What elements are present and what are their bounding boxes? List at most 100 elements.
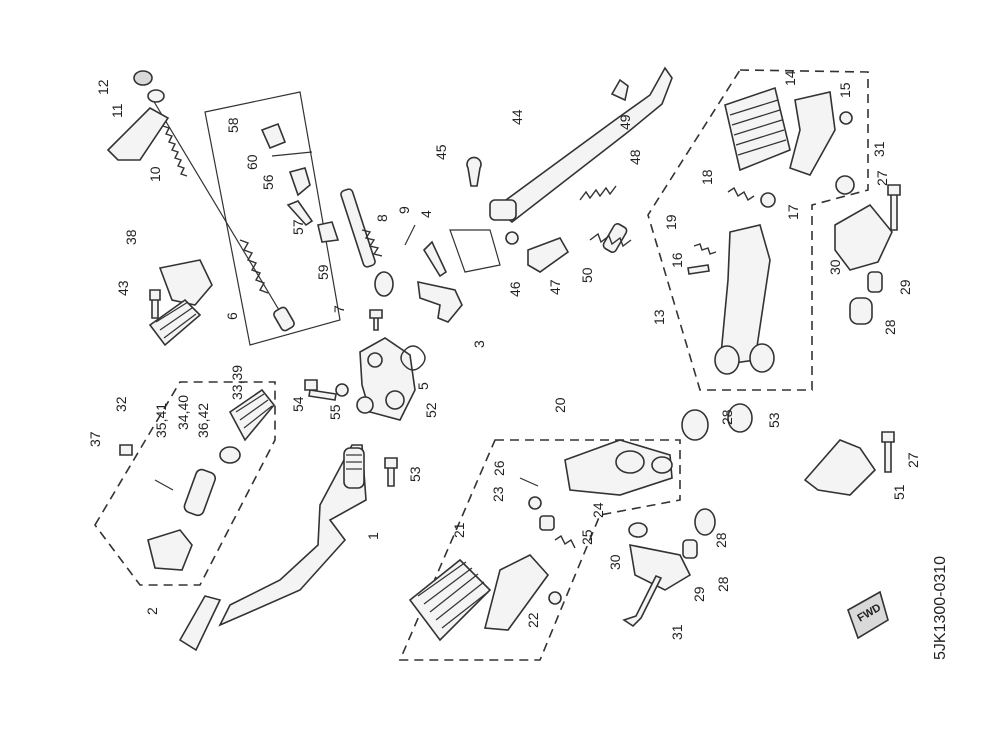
callout-38: 38 xyxy=(123,229,139,245)
callout-13: 13 xyxy=(651,309,667,325)
bracket-30 xyxy=(834,203,893,271)
callout-3: 3 xyxy=(471,340,487,348)
callout-43: 43 xyxy=(115,280,131,296)
callout-24: 24 xyxy=(590,502,606,518)
spring-25 xyxy=(554,534,576,549)
callout-31: 31 xyxy=(871,141,887,157)
callout-27: 27 xyxy=(874,170,890,186)
callout-33-39: 33,39 xyxy=(229,365,245,400)
callout-18: 18 xyxy=(699,169,715,185)
footrest-rubber-38 xyxy=(148,298,202,347)
callout-54: 54 xyxy=(290,396,306,412)
callout-4: 4 xyxy=(418,210,434,218)
collar-29 xyxy=(867,271,883,293)
collar-29-lower xyxy=(682,539,698,559)
callout-57: 57 xyxy=(290,219,306,235)
footrest-bracket xyxy=(789,91,836,176)
clip-58 xyxy=(260,122,287,150)
bolt-35 xyxy=(154,479,174,491)
group-box-footrest-left xyxy=(94,381,276,586)
washer-28a xyxy=(681,409,709,441)
left-footrest-rubber-33 xyxy=(228,388,276,442)
callout-32: 32 xyxy=(113,396,129,412)
callout-28: 28 xyxy=(882,319,898,335)
callout-29: 29 xyxy=(897,279,913,295)
callout-29: 29 xyxy=(691,586,707,602)
return-spring-5 xyxy=(400,345,426,371)
callout-56: 56 xyxy=(260,174,276,190)
callout-16: 16 xyxy=(669,252,685,268)
footrest-rubber-21 xyxy=(408,558,492,642)
bush-28 xyxy=(849,297,873,325)
spring-49 xyxy=(579,185,617,201)
callout-49: 49 xyxy=(617,114,633,130)
footrest-arm-32 xyxy=(147,529,193,571)
footrest-38 xyxy=(158,259,213,306)
brake-rod xyxy=(149,94,295,332)
pin-24 xyxy=(539,515,555,531)
bracket-30-lower xyxy=(629,543,692,591)
callout-52: 52 xyxy=(423,402,439,418)
nut-22 xyxy=(548,591,562,605)
callout-53: 53 xyxy=(766,412,782,428)
collar-31 xyxy=(835,175,855,195)
callout-11: 11 xyxy=(109,103,125,118)
callout-8: 8 xyxy=(374,214,390,222)
callout-26: 26 xyxy=(491,460,507,476)
callout-6: 6 xyxy=(224,312,240,320)
nut-11 xyxy=(147,89,165,103)
clevis-rod-8 xyxy=(340,188,394,297)
group-box-brake-cable xyxy=(204,91,341,346)
group-box-footrest-front xyxy=(398,439,681,661)
callout-7: 7 xyxy=(331,305,347,313)
collar-34 xyxy=(183,468,217,517)
callout-22: 22 xyxy=(525,612,541,628)
nut-15 xyxy=(839,111,853,125)
callout-36-42: 36,42 xyxy=(195,403,211,438)
bolt-53 xyxy=(384,457,398,487)
callout-60: 60 xyxy=(244,154,260,170)
callout-20: 20 xyxy=(552,397,568,413)
washer-17 xyxy=(760,192,776,208)
callout-44: 44 xyxy=(509,109,525,125)
callout-45: 45 xyxy=(433,144,449,160)
cap-12 xyxy=(133,70,153,86)
callout-27: 27 xyxy=(905,452,921,468)
callout-30: 30 xyxy=(607,554,623,570)
bolt-53-right xyxy=(881,431,895,473)
brake-arm-assembly xyxy=(356,337,416,421)
brake-pedal xyxy=(218,444,367,627)
lever-arm xyxy=(417,280,463,323)
nut-46 xyxy=(505,231,519,245)
callout-15: 15 xyxy=(837,82,853,98)
washer-23 xyxy=(528,496,542,510)
callout-30: 30 xyxy=(827,259,843,275)
bolt-45 xyxy=(466,156,482,187)
pin-60 xyxy=(271,151,313,157)
callout-37: 37 xyxy=(87,431,103,447)
pin-4 xyxy=(422,240,448,278)
callout-55: 55 xyxy=(327,404,343,420)
callout-47: 47 xyxy=(547,279,563,295)
callout-10: 10 xyxy=(147,166,163,182)
callout-17: 17 xyxy=(785,204,801,220)
sidestand-bracket xyxy=(449,229,501,273)
bracket-47 xyxy=(527,237,570,273)
bracket-56 xyxy=(288,167,311,197)
diagram-code: 5JK1300-0310 xyxy=(932,556,949,660)
callout-9: 9 xyxy=(396,206,412,214)
washer-55 xyxy=(335,383,349,397)
bolt-54 xyxy=(304,379,337,401)
callout-34-40: 34,40 xyxy=(175,395,191,430)
callout-31: 31 xyxy=(669,624,685,640)
callout-5: 5 xyxy=(415,382,431,390)
group-box-rear-footrest-right xyxy=(647,69,869,391)
cotter-pin-9 xyxy=(404,224,416,246)
bush-28-lower xyxy=(694,508,716,536)
collar-31-lower xyxy=(628,522,648,538)
bolt-27-lower xyxy=(622,574,663,628)
callout-28: 28 xyxy=(715,576,731,592)
callout-59: 59 xyxy=(315,264,331,280)
bolt-26 xyxy=(519,477,539,487)
